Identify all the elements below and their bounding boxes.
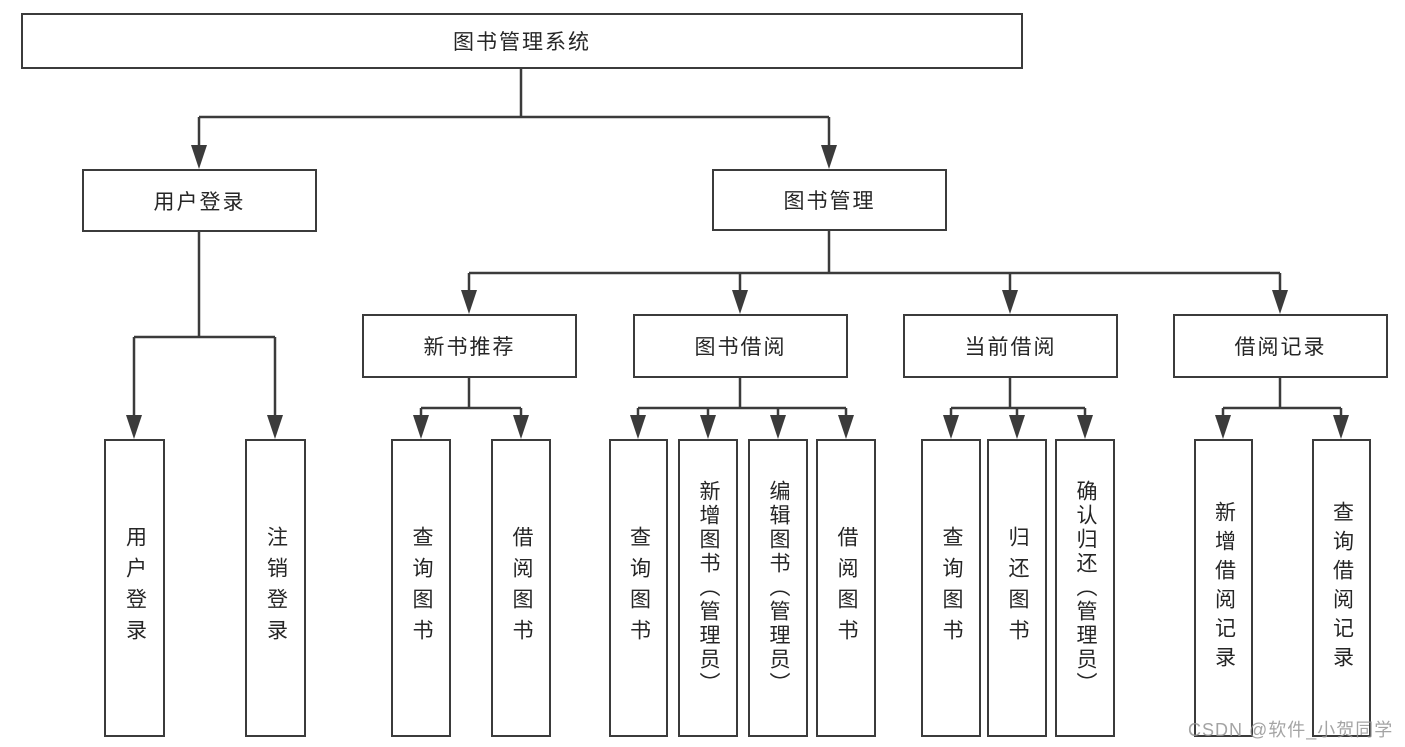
leaf-query-books-borrowing: 查询图书 [609, 439, 668, 737]
leaf-add-books-admin: 新增图书（管理员） [678, 439, 738, 737]
connector-book-management-children [467, 231, 1282, 293]
node-book-borrowing: 图书借阅 [633, 314, 848, 378]
connector-current-borrowing-children [949, 378, 1087, 418]
leaf-query-books-current: 查询图书 [921, 439, 981, 737]
node-new-book-recommendation: 新书推荐 [362, 314, 577, 378]
connector-borrowing-records-children [1221, 378, 1343, 418]
connector-book-borrowing-children [636, 378, 848, 418]
leaf-return-books: 归还图书 [987, 439, 1047, 737]
node-library-management-system: 图书管理系统 [21, 13, 1023, 69]
node-book-management: 图书管理 [712, 169, 947, 231]
leaf-edit-books-admin: 编辑图书（管理员） [748, 439, 808, 737]
leaf-query-borrow-record: 查询借阅记录 [1312, 439, 1371, 737]
leaf-query-books-recommend: 查询图书 [391, 439, 451, 737]
leaf-logout: 注销登录 [245, 439, 306, 737]
node-current-borrowing: 当前借阅 [903, 314, 1118, 378]
leaf-user-login: 用户登录 [104, 439, 165, 737]
connector-user-login-children [132, 232, 277, 418]
arrowheads [126, 145, 1349, 439]
leaf-confirm-return-admin: 确认归还（管理员） [1055, 439, 1115, 737]
csdn-watermark: CSDN @软件_小贺同学 [1188, 720, 1394, 740]
connector-root-to-level2 [197, 69, 831, 148]
leaf-borrow-books: 借阅图书 [816, 439, 876, 737]
leaf-add-borrow-record: 新增借阅记录 [1194, 439, 1253, 737]
node-user-login: 用户登录 [82, 169, 317, 232]
node-borrowing-records: 借阅记录 [1173, 314, 1388, 378]
leaf-borrow-books-recommend: 借阅图书 [491, 439, 551, 737]
connector-new-book-rec-children [419, 378, 523, 418]
